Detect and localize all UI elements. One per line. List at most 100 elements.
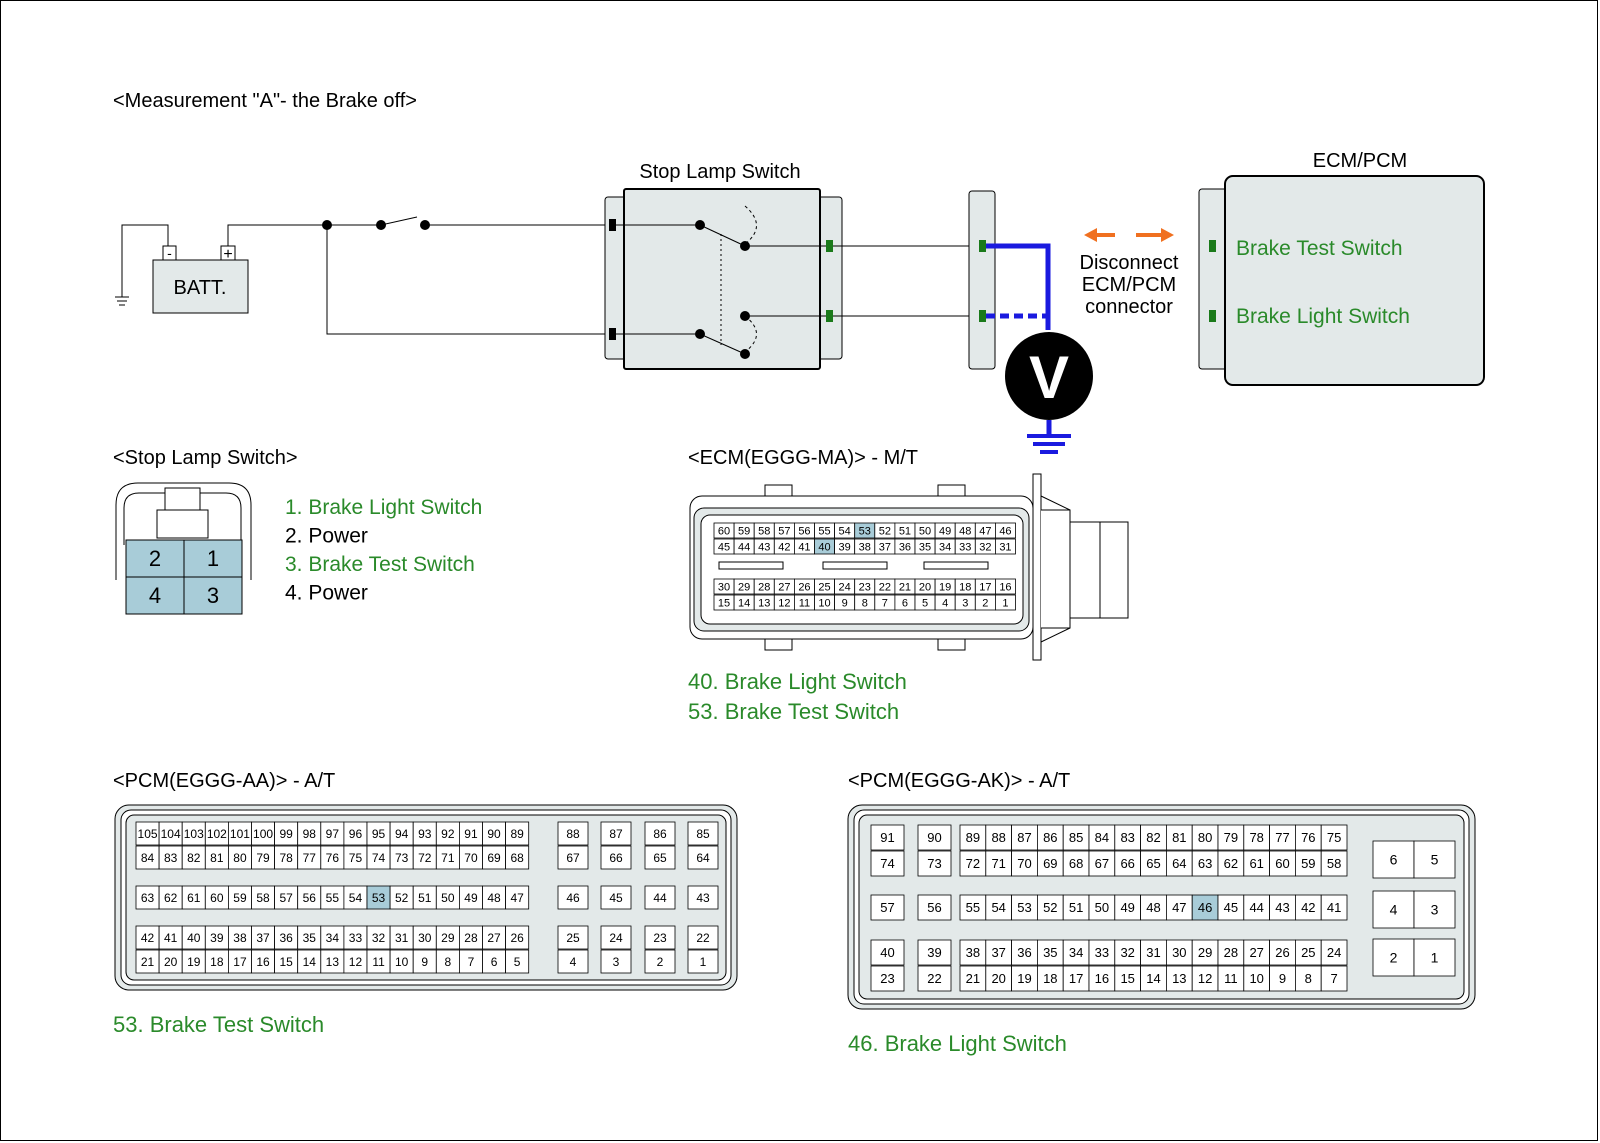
pin-number: 50 [919, 525, 931, 537]
pin-number: 83 [1120, 830, 1134, 845]
pin-number: 46 [1198, 900, 1212, 915]
pin-number: 76 [1301, 830, 1315, 845]
pin-number: 77 [1275, 830, 1289, 845]
pin-number: 4 [942, 597, 948, 609]
pin-number: 11 [799, 597, 810, 609]
pin-number: 55 [326, 891, 340, 905]
pin-number: 60 [1275, 856, 1289, 871]
pin-cell [600, 949, 632, 974]
pin-number: 65 [1146, 856, 1160, 871]
pin-number: 3 [962, 597, 968, 609]
pin-number: 2 [1390, 950, 1398, 966]
pin-number: 58 [256, 891, 270, 905]
pin-number: 49 [939, 525, 951, 537]
stop-lamp-pin: 3 [207, 583, 219, 608]
pin-number: 32 [1120, 945, 1134, 960]
pin-number: 47 [510, 891, 524, 905]
pin-number: 19 [187, 955, 201, 969]
pin-cell [1166, 965, 1193, 992]
pin-cell [1243, 850, 1271, 877]
pin-number: 5 [922, 597, 928, 609]
stop-lamp-pin: 2 [149, 546, 161, 571]
pin-number: 32 [372, 931, 386, 945]
pin-number: 91 [880, 830, 894, 845]
pin-number: 53 [1017, 900, 1031, 915]
pin-cell [557, 949, 589, 974]
stop-lamp-switch-title: Stop Lamp Switch [639, 161, 800, 183]
battery-negative-label: - [167, 245, 172, 261]
pin-number: 13 [758, 597, 770, 609]
harness-connector [968, 190, 996, 370]
pin-number: 52 [395, 891, 409, 905]
pin-cell [1217, 824, 1245, 851]
pin-number: 89 [510, 827, 524, 841]
pin-number: 102 [207, 827, 227, 841]
pin-number: 19 [939, 581, 951, 593]
pin-number: 91 [464, 827, 478, 841]
pin-number: 2 [657, 955, 664, 969]
pin-number: 31 [1146, 945, 1160, 960]
pin-number: 15 [1120, 971, 1134, 986]
pin-number: 12 [1198, 971, 1212, 986]
pin-number: 20 [991, 971, 1005, 986]
pin-number: 24 [1327, 945, 1341, 960]
pin-cell [1062, 894, 1090, 921]
pin-number: 61 [187, 891, 201, 905]
pin-number: 26 [510, 931, 524, 945]
pin-cell [995, 522, 1016, 539]
pin-number: 87 [609, 827, 623, 841]
pin-number: 42 [778, 541, 790, 553]
pcm-ak-legend: 46. Brake Light Switch [848, 1031, 1067, 1056]
pin-cell [1011, 824, 1038, 851]
pin-number: 8 [862, 597, 868, 609]
pin-cell [1166, 824, 1193, 851]
pin-number: 98 [303, 827, 317, 841]
pin-number: 89 [966, 830, 980, 845]
pin-cell [1037, 850, 1064, 877]
pin-number: 29 [441, 931, 455, 945]
pin-number: 88 [566, 827, 580, 841]
pin-number: 38 [966, 945, 980, 960]
ecm-pcm-title: ECM/PCM [1313, 150, 1407, 172]
pin-number: 42 [141, 931, 155, 945]
pin-cell [985, 939, 1012, 966]
pin-number: 59 [233, 891, 247, 905]
pin-number: 1 [1002, 597, 1008, 609]
pin-number: 6 [902, 597, 908, 609]
pin-number: 54 [839, 525, 851, 537]
pin-number: 14 [738, 597, 750, 609]
pin-number: 20 [919, 581, 931, 593]
pin-cell [557, 885, 589, 910]
pin-number: 32 [979, 541, 991, 553]
pin-cell [557, 845, 589, 870]
pin-number: 43 [758, 541, 770, 553]
pin-cell [1320, 850, 1348, 877]
pin-number: 78 [1249, 830, 1263, 845]
pin-number: 55 [966, 900, 980, 915]
pin-number: 31 [999, 541, 1011, 553]
pin-number: 11 [372, 955, 385, 969]
pin-number: 57 [279, 891, 293, 905]
pin-number: 35 [1043, 945, 1057, 960]
pin-number: 60 [718, 525, 730, 537]
pin-cell [600, 821, 632, 846]
pin-number: 23 [653, 931, 667, 945]
pin-number: 35 [919, 541, 931, 553]
pin-cell [1295, 824, 1322, 851]
pin-number: 22 [927, 971, 941, 986]
pin-cell [687, 949, 719, 974]
ecm-brake-test-switch-label: Brake Test Switch [1236, 237, 1403, 260]
pin-number: 64 [1172, 856, 1186, 871]
voltmeter-label: V [1029, 344, 1069, 411]
pin-number: 18 [959, 581, 971, 593]
pin-number: 9 [421, 955, 428, 969]
pin-number: 34 [939, 541, 951, 553]
pin-cell [959, 939, 987, 966]
pin-number: 21 [899, 581, 911, 593]
pin-number: 38 [859, 541, 871, 553]
pin-number: 18 [1043, 971, 1057, 986]
pin-number: 58 [758, 525, 770, 537]
